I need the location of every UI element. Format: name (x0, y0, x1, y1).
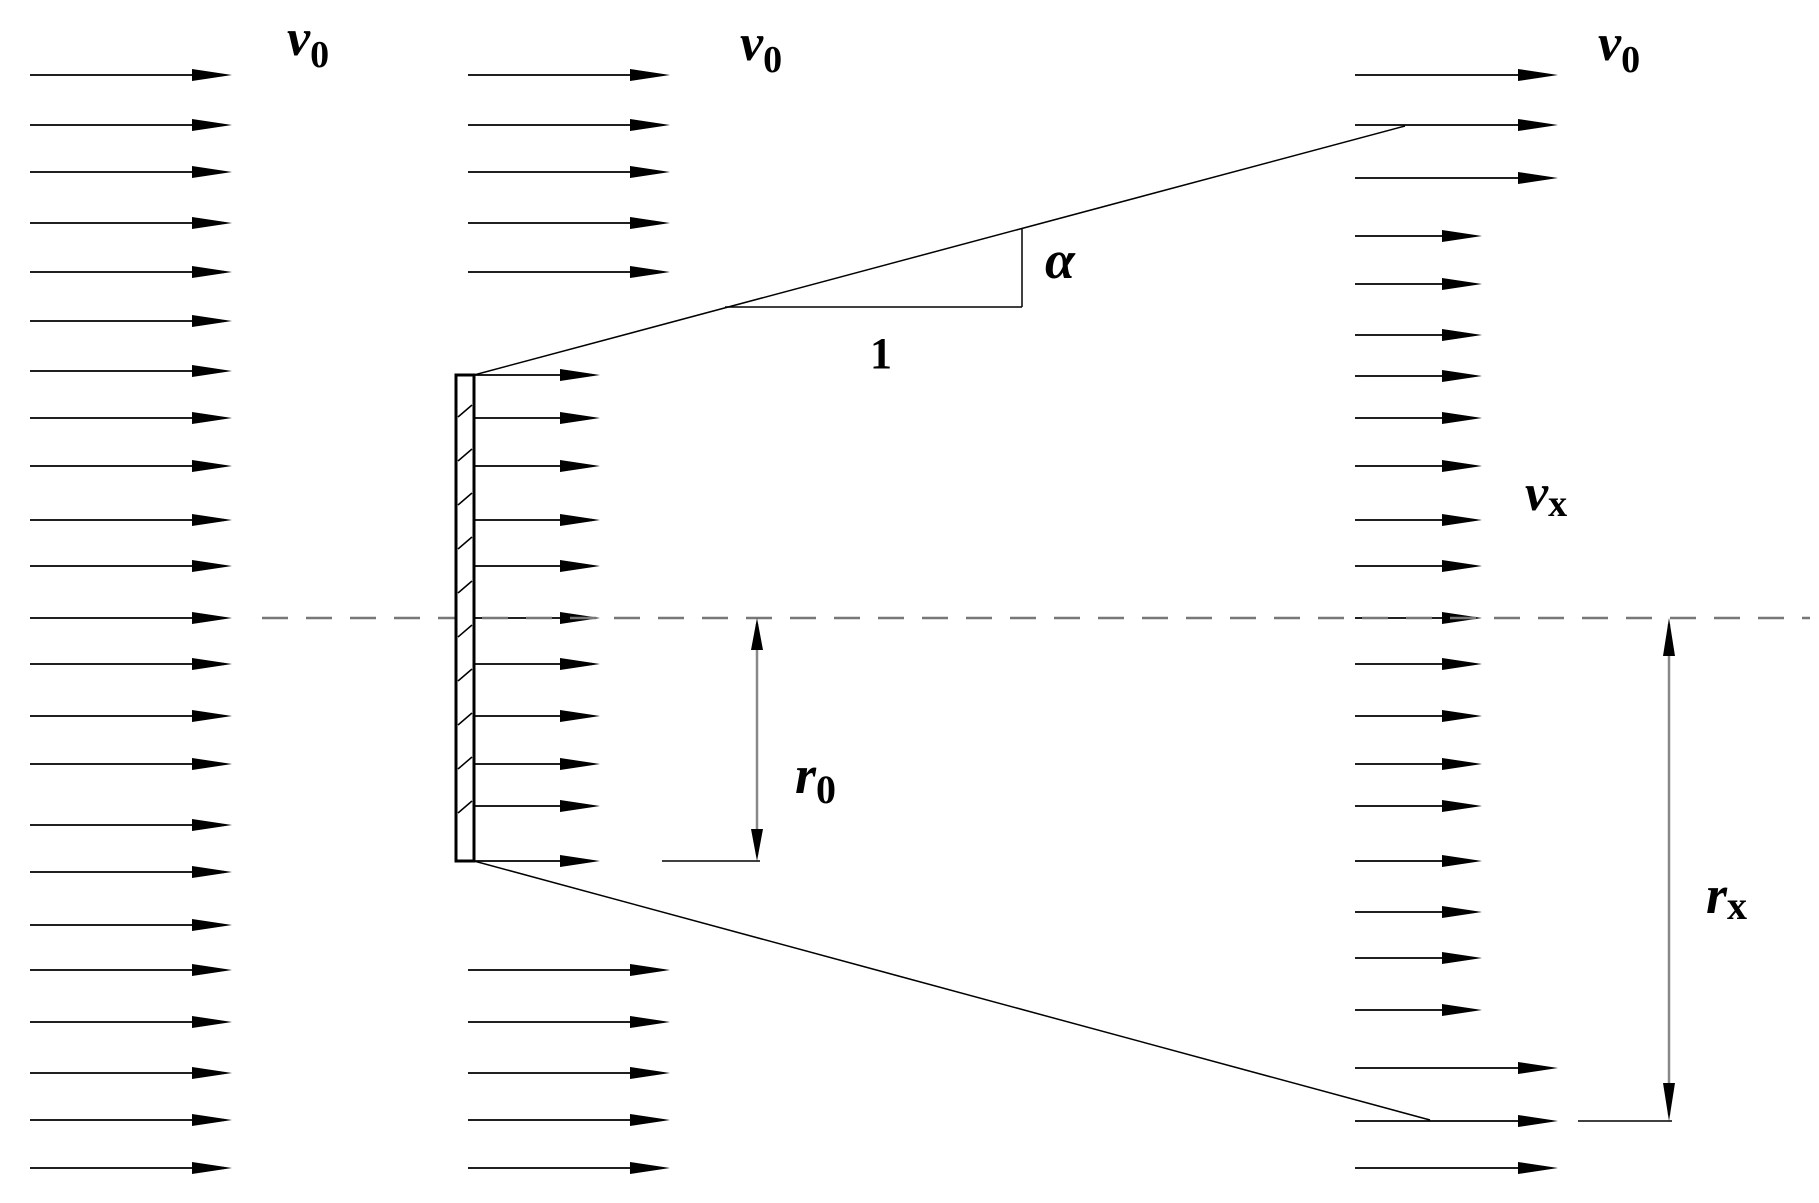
rx-label: rx (1706, 865, 1747, 928)
hatch-line (457, 800, 473, 814)
velocity-arrow (30, 119, 232, 131)
velocity-arrow (30, 460, 232, 472)
velocity-arrow (1355, 230, 1482, 242)
jet-boundary-upper (473, 125, 1406, 376)
v0-label-middle: v0 (740, 15, 782, 81)
velocity-arrow (30, 758, 232, 770)
velocity-arrow (30, 1067, 232, 1079)
velocity-arrow (30, 658, 232, 670)
velocity-arrow (474, 855, 600, 867)
velocity-arrow (468, 166, 670, 178)
velocity-arrow (468, 1162, 670, 1174)
velocity-arrow (30, 514, 232, 526)
velocity-arrow (1355, 1115, 1558, 1127)
nozzle-hatching (457, 404, 473, 814)
v0-label-right: v0 (1598, 15, 1640, 81)
velocity-arrow (30, 1162, 232, 1174)
velocity-arrow (1355, 1004, 1482, 1016)
velocity-arrow (30, 710, 232, 722)
nozzle-plate (454, 373, 476, 863)
hatch-line (457, 712, 473, 726)
hatch-line (457, 536, 473, 550)
velocity-arrow (468, 69, 670, 81)
velocity-arrow (30, 166, 232, 178)
velocity-arrow (1355, 560, 1482, 572)
velocity-arrow (1355, 1062, 1558, 1074)
hatch-line (457, 580, 473, 594)
velocity-arrow (1355, 1162, 1558, 1174)
velocity-arrow (30, 315, 232, 327)
velocity-arrow (1355, 370, 1482, 382)
alpha-label: α (1045, 230, 1076, 290)
velocity-arrow (1355, 278, 1482, 290)
velocity-arrow (474, 412, 600, 424)
velocity-arrow (468, 1114, 670, 1126)
hatch-line (457, 668, 473, 682)
velocity-arrow (474, 514, 600, 526)
velocity-arrow (30, 365, 232, 377)
velocity-arrow (30, 1016, 232, 1028)
velocity-arrow (1355, 658, 1482, 670)
velocity-arrow (30, 217, 232, 229)
velocity-arrow (1355, 710, 1482, 722)
velocity-arrow (474, 800, 600, 812)
v0-label-left: v0 (287, 10, 329, 76)
hatch-line (457, 624, 473, 638)
velocity-arrow (1355, 412, 1482, 424)
velocity-arrow (468, 964, 670, 976)
velocity-arrow (30, 1114, 232, 1126)
hatch-line (457, 756, 473, 770)
velocity-arrow (1355, 119, 1558, 131)
velocity-arrow (474, 369, 600, 381)
jet-boundary-lower (473, 860, 1431, 1121)
velocity-arrow (30, 819, 232, 831)
velocity-arrow (30, 266, 232, 278)
velocity-arrow (468, 1016, 670, 1028)
slope-one-label: 1 (870, 329, 892, 378)
velocity-arrow (30, 964, 232, 976)
velocity-arrow (474, 710, 600, 722)
velocity-arrow (1355, 69, 1558, 81)
velocity-arrow (474, 658, 600, 670)
velocity-arrow (468, 1067, 670, 1079)
hatch-line (457, 404, 473, 418)
slope-triangle (725, 228, 1023, 308)
velocity-arrow (468, 217, 670, 229)
velocity-arrow (468, 119, 670, 131)
velocity-arrow (30, 412, 232, 424)
downstream-free-stream-arrows-lower (1355, 1062, 1558, 1174)
velocity-arrow (1355, 906, 1482, 918)
velocity-arrow (1355, 800, 1482, 812)
velocity-arrow (1355, 758, 1482, 770)
velocity-arrow (1355, 952, 1482, 964)
velocity-arrow (30, 866, 232, 878)
free-stream-arrows-lower (468, 964, 670, 1174)
downstream-jet-arrows (1355, 230, 1482, 1016)
hatch-line (457, 492, 473, 506)
upstream-velocity-arrows (30, 69, 232, 1174)
velocity-arrow (30, 612, 232, 624)
r0-label: r0 (795, 745, 836, 812)
hatch-line (457, 448, 473, 462)
free-stream-arrows-upper (468, 69, 670, 278)
velocity-arrow (474, 460, 600, 472)
velocity-arrow (468, 266, 670, 278)
velocity-arrow (1355, 855, 1482, 867)
velocity-arrow (1355, 460, 1482, 472)
rx-dimension (1578, 618, 1675, 1122)
velocity-arrow (1355, 514, 1482, 526)
downstream-free-stream-arrows-upper (1355, 69, 1558, 184)
velocity-arrow (474, 758, 600, 770)
velocity-arrow (1355, 172, 1558, 184)
r0-dimension (662, 618, 763, 862)
velocity-arrow (1355, 329, 1482, 341)
velocity-arrow (30, 69, 232, 81)
velocity-arrow (30, 560, 232, 572)
velocity-arrow (30, 919, 232, 931)
velocity-arrow (474, 560, 600, 572)
vx-label: vx (1525, 465, 1567, 525)
nozzle-exit-arrows (474, 369, 600, 867)
